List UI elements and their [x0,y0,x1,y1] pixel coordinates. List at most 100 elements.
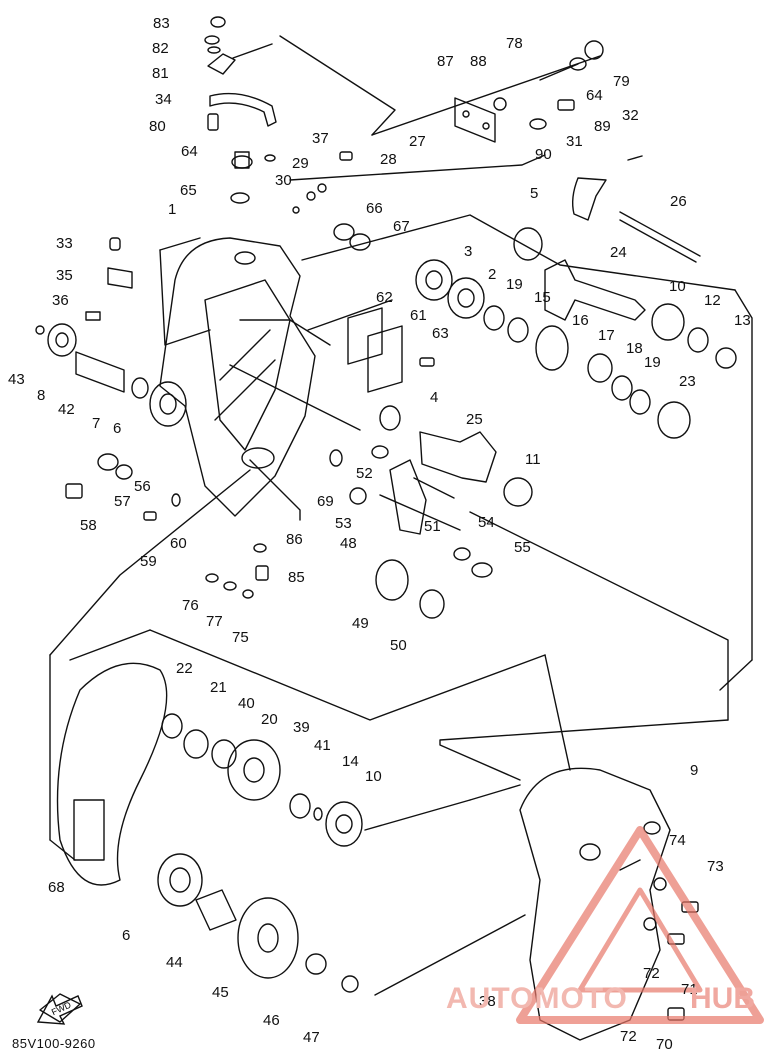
callout-number: 41 [314,737,331,754]
callout-number: 78 [506,35,523,52]
callout-number: 15 [534,289,551,306]
callout-number: 43 [8,371,25,388]
callout-number: 56 [134,478,151,495]
callout-number: 23 [679,373,696,390]
callout-number: 42 [58,401,75,418]
parts-shift-arm [65,445,493,619]
callout-number: 2 [488,266,496,283]
callout-number: 39 [293,719,310,736]
callout-number: 38 [479,993,496,1010]
callout-number: 34 [155,91,172,108]
callout-number: 40 [238,695,255,712]
fwd-arrow-icon: FWD [36,994,83,1025]
callout-number: 26 [670,193,687,210]
callout-number: 65 [180,182,197,199]
callout-number: 6 [113,420,121,437]
callout-number: 58 [80,517,97,534]
callout-number: 55 [514,539,531,556]
watermark-brand-right: HUB [690,982,755,1015]
callout-number: 57 [114,493,131,510]
callout-number: 6 [122,927,130,944]
callout-number: 37 [312,130,329,147]
callout-number: 89 [594,118,611,135]
callout-number: 47 [303,1029,320,1046]
parts-bracket-group [454,40,643,161]
callout-number: 86 [286,531,303,548]
parts-sprocket-chain [39,662,363,1023]
callout-number: 17 [598,327,615,344]
callout-number: 44 [166,954,183,971]
callout-number: 72 [620,1028,637,1045]
callout-number: 88 [470,53,487,70]
callout-number: 81 [152,65,169,82]
callout-number: 1 [168,201,176,218]
callout-number: 24 [610,244,627,261]
callout-number: 80 [149,118,166,135]
callout-number: 12 [704,292,721,309]
callout-number: 33 [56,235,73,252]
figure-code: 85V100-9260 [12,1036,96,1051]
callout-number: 63 [432,325,449,342]
callout-number: 19 [506,276,523,293]
callout-number: 35 [56,267,73,284]
callout-number: 32 [622,107,639,124]
callout-number: 13 [734,312,751,329]
callout-number: 61 [410,307,427,324]
callout-number: 69 [317,493,334,510]
callout-number: 27 [409,133,426,150]
callout-number: 31 [566,133,583,150]
callout-number: 7 [92,415,100,432]
callout-number: 64 [181,143,198,160]
callout-number: 83 [153,15,170,32]
callout-number: 87 [437,53,454,70]
callout-number: 8 [37,387,45,404]
callout-number: 46 [263,1012,280,1029]
callout-number: 36 [52,292,69,309]
callout-number: 60 [170,535,187,552]
watermark-logo [516,826,764,1024]
callout-number: 59 [140,553,157,570]
callout-number: 11 [525,451,541,468]
callout-number: 49 [352,615,369,632]
callout-number: 28 [380,151,397,168]
callout-number: 82 [152,40,169,57]
callout-number: 48 [340,535,357,552]
callout-number: 51 [424,518,441,535]
callout-number: 21 [210,679,227,696]
callout-number: 20 [261,711,278,728]
callout-number: 85 [288,569,305,586]
parts-center-shafts [379,177,737,507]
callout-number: 19 [644,354,661,371]
callout-number: 70 [656,1036,673,1053]
parts-cover-plates [333,223,435,393]
part-main-crankcase [159,237,316,517]
watermark-brand-left: AUTOMOTO [446,982,628,1015]
callout-number: 18 [626,340,643,357]
callout-number: 74 [669,832,686,849]
callout-number: 75 [232,629,249,646]
callout-number: 30 [275,172,292,189]
callout-number: 54 [478,514,495,531]
callout-number: 68 [48,879,65,896]
callout-number: 10 [669,278,686,295]
callout-number: 29 [292,155,309,172]
callout-number: 45 [212,984,229,1001]
callout-number: 62 [376,289,393,306]
parts-left-shaft [35,237,187,427]
callout-number: 79 [613,73,630,90]
callout-number: 4 [430,389,438,406]
callout-number: 22 [176,660,193,677]
callout-number: 25 [466,411,483,428]
callout-number: 76 [182,597,199,614]
callout-number: 3 [464,243,472,260]
callout-number: 50 [390,637,407,654]
callout-number: 9 [690,762,698,779]
guide-lines [49,35,753,996]
parts-top-linkage [204,16,353,214]
callout-number: 72 [643,965,660,982]
callout-number: 66 [366,200,383,217]
callout-number: 64 [586,87,603,104]
callout-number: 90 [535,146,552,163]
